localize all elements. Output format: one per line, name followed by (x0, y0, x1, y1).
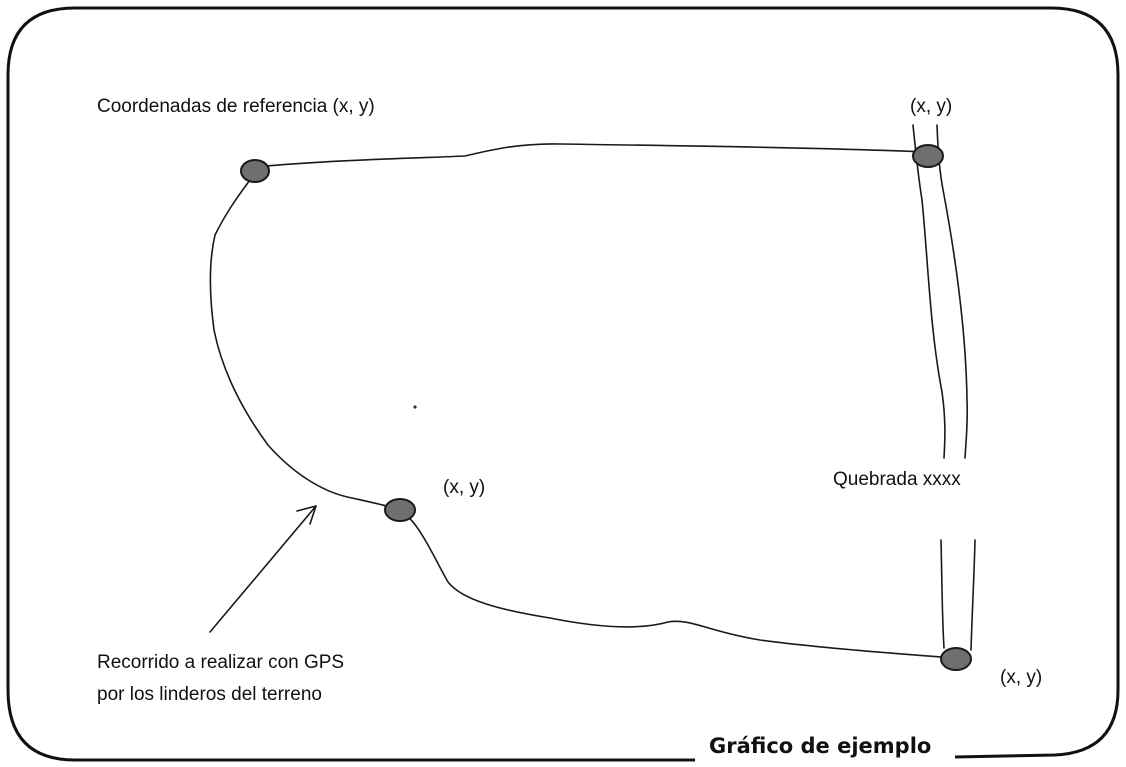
label-point-top-right: (x, y) (910, 96, 953, 117)
gps-point-top-right (912, 144, 944, 168)
frame-border (6, 6, 1120, 762)
stream-left-bank (912, 124, 946, 459)
route-arrow-line (209, 505, 317, 633)
diagram-caption: Gráfico de ejemplo (709, 734, 932, 758)
gps-point-top-left (240, 159, 270, 183)
label-stream: Quebrada xxxx (833, 469, 961, 490)
gps-point-bottom-right (940, 647, 972, 671)
label-route-line1: Recorrido a realizar con GPS (97, 652, 345, 673)
label-point-bottom-right: (x, y) (1000, 667, 1043, 688)
stream-left-bank-lower (940, 539, 945, 649)
stream-right-bank-lower (970, 539, 976, 651)
stream-right-bank (936, 124, 969, 459)
property-boundary (209, 143, 956, 659)
label-route-line2: por los linderos del terreno (97, 684, 322, 705)
route-arrow-head (296, 505, 317, 525)
label-reference-coordinates: Coordenadas de referencia (x, y) (97, 96, 375, 117)
gps-point-middle (384, 498, 416, 522)
label-point-middle: (x, y) (443, 477, 486, 498)
stray-dot (413, 405, 417, 409)
